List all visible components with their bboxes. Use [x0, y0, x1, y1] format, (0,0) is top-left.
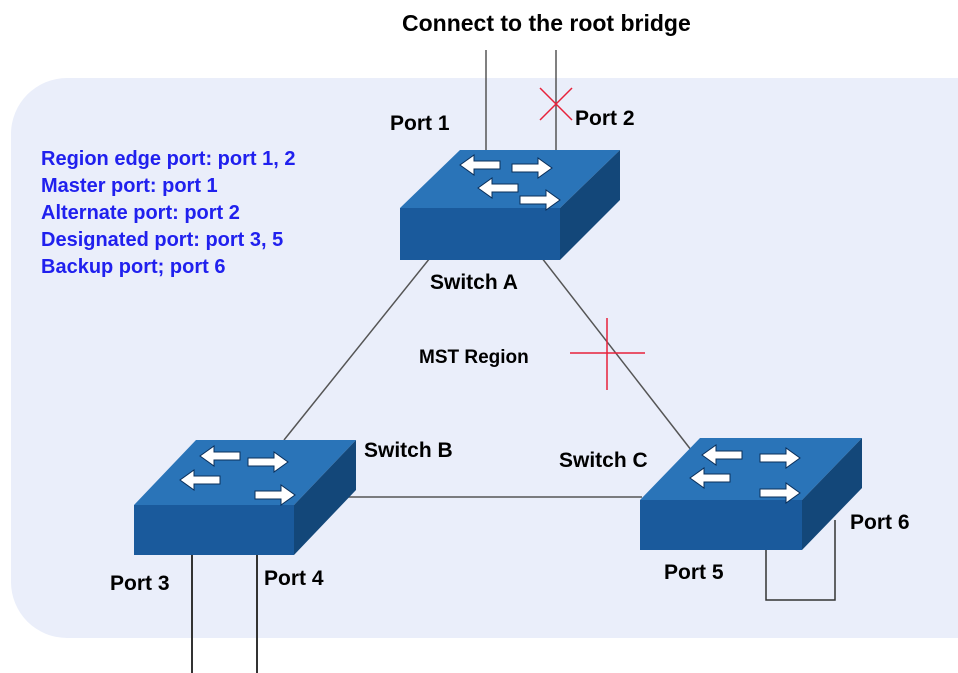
port-1-label: Port 1: [390, 112, 450, 135]
legend-master-port: Master port: port 1: [41, 175, 218, 197]
diagram-title: Connect to the root bridge: [402, 10, 691, 36]
port-3-label: Port 3: [110, 572, 170, 595]
switch-b-label: Switch B: [364, 439, 453, 462]
port-role-legend: Region edge port: port 1, 2 Master port:…: [41, 146, 295, 281]
port-6-label: Port 6: [850, 511, 910, 534]
switch-c-icon: [640, 438, 862, 550]
switch-a-label: Switch A: [430, 271, 518, 294]
mst-region-label: MST Region: [419, 347, 529, 368]
link-a-b: [283, 252, 435, 441]
switch-c-label: Switch C: [559, 449, 648, 472]
blocked-link-icon-a-c: [570, 318, 645, 390]
legend-backup-port: Backup port; port 6: [41, 256, 226, 278]
blocked-link-icon-port-2: [539, 87, 573, 121]
port-4-label: Port 4: [264, 567, 324, 590]
loop-port-5-6: [765, 520, 836, 601]
port-2-label: Port 2: [575, 107, 635, 130]
legend-alternate-port: Alternate port: port 2: [41, 202, 240, 224]
switch-a-icon: [400, 150, 620, 260]
link-a-c: [537, 252, 696, 456]
port-5-label: Port 5: [664, 561, 724, 584]
legend-designated-port: Designated port: port 3, 5: [41, 229, 284, 251]
legend-region-edge-port: Region edge port: port 1, 2: [41, 148, 296, 170]
switch-b-icon: [134, 440, 356, 555]
